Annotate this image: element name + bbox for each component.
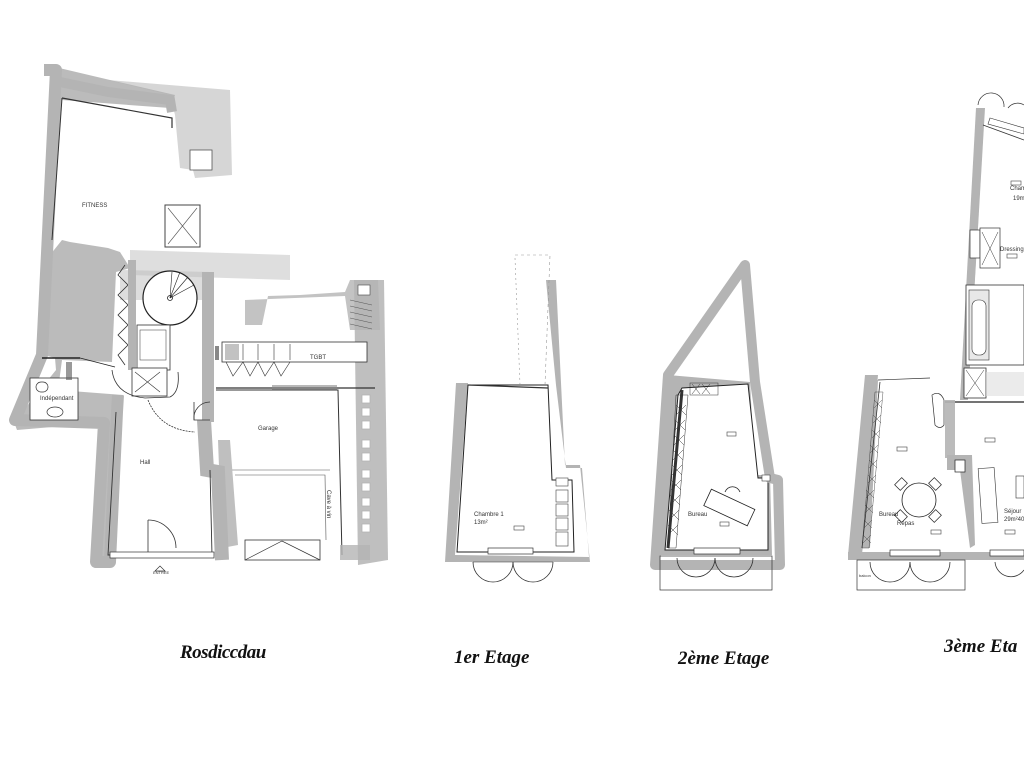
room-label-chambre-3: Cham xyxy=(1010,186,1024,192)
room-label-cave-a-vin: Cave à vin xyxy=(325,490,331,519)
room-label-bureau-2: Bureau xyxy=(688,512,708,518)
room-label-hall: Hall xyxy=(140,460,151,466)
room-label-garage: Garage xyxy=(258,426,279,432)
room-label-repas: Repas xyxy=(897,521,915,527)
floor-title-ground: Rosdiccdau xyxy=(180,642,266,663)
second-floor-plan xyxy=(650,260,785,591)
room-area-chambre-3: 19m xyxy=(1013,196,1024,202)
floor-title-third: 3ème Eta xyxy=(944,636,1018,657)
floor-title-first: 1er Etage xyxy=(454,647,530,668)
room-area-sejour: 29m²40 xyxy=(1004,517,1024,523)
entrance-label: ENTREE xyxy=(153,570,170,575)
room-label-chambre-1: Chambre 1 xyxy=(474,512,504,518)
room-label-dressing: Dressing xyxy=(1000,247,1024,253)
room-label-bureau-3: Bureau xyxy=(879,512,899,518)
ground-floor-plan xyxy=(9,64,388,572)
first-floor-plan xyxy=(445,254,590,583)
room-area-chambre-1: 13m² xyxy=(474,520,488,526)
room-label-fitness: FITNESS xyxy=(82,203,108,209)
room-label-sejour: Séjour xyxy=(1004,509,1022,515)
room-label-tgbt: TGBT xyxy=(310,355,326,361)
third-floor-plan xyxy=(848,92,1024,591)
floor-title-second: 2ème Etage xyxy=(678,648,770,669)
room-label-independant: Indépendant xyxy=(40,396,74,402)
room-label-balcon: balcon xyxy=(859,573,871,578)
